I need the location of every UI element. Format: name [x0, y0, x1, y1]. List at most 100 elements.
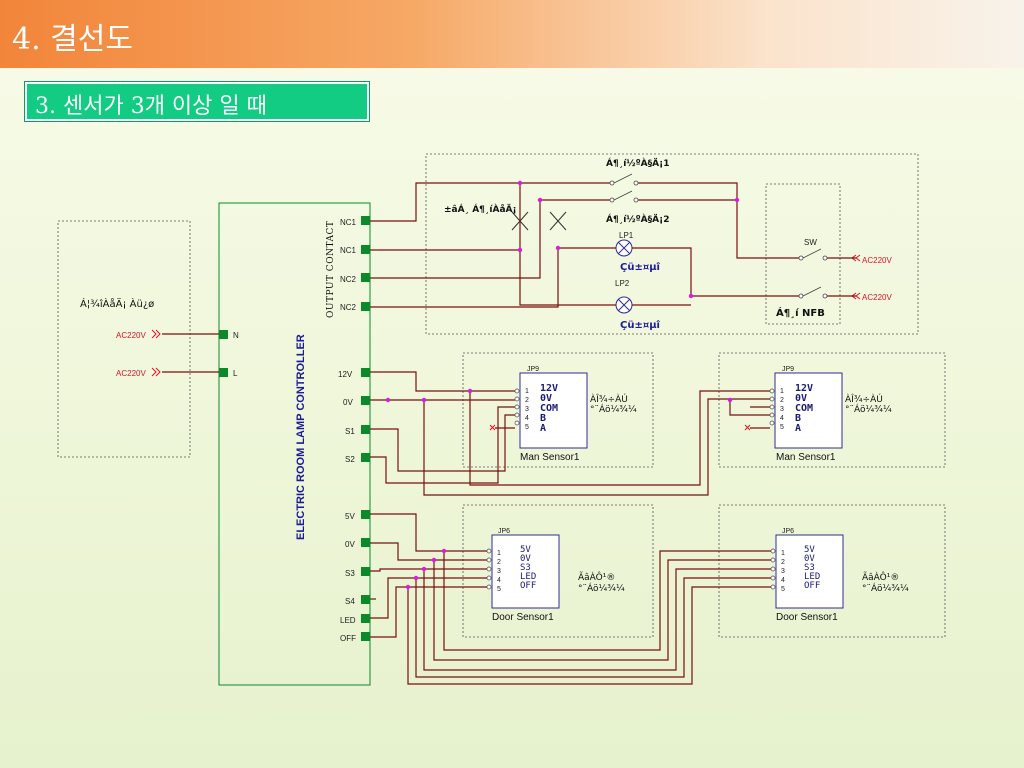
- lamp-panel-box: [425, 153, 919, 335]
- pin-label: 5: [525, 424, 529, 431]
- lp1-label: LP1: [619, 231, 634, 240]
- power-panel-box: [57, 220, 191, 458]
- pin-label: 1: [780, 388, 784, 395]
- signal-label: B: [795, 413, 801, 424]
- signal-label: OFF: [520, 581, 536, 591]
- connector-label: JP6: [498, 528, 510, 535]
- power-panel-label: Á¦¾îÀåÄ¡ Àü¿ø: [80, 297, 154, 310]
- signal-label: 0V: [540, 393, 552, 404]
- pin-label: 5: [780, 424, 784, 431]
- lamp-panel: Á¶¸í½ºÀ§Ä¡1 Á¶¸í½ºÀ§Ä¡2 ±âÁ¸ Á¶¸íÀåÄ¡ LP…: [444, 157, 892, 331]
- man-terminals: 12V 0V S1 S2: [338, 368, 370, 464]
- sensor-module: [491, 534, 560, 609]
- pin-label: 3: [497, 568, 501, 575]
- pin-label: 2: [780, 397, 784, 404]
- terminal-label: N: [233, 331, 239, 340]
- terminal-label: NC2: [340, 275, 357, 284]
- ac-label-right-2: AC220V: [862, 293, 892, 302]
- sensor-name: Man Sensor1: [520, 452, 580, 463]
- terminal-label: S4: [345, 597, 355, 606]
- terminal-block: [361, 368, 370, 377]
- signal-label: 0V: [804, 554, 815, 564]
- terminal-label: S1: [345, 427, 355, 436]
- lamp-wiring: [370, 182, 856, 308]
- terminal-label: 0V: [343, 398, 353, 407]
- signal-label: A: [540, 423, 546, 434]
- switch-icon: [609, 190, 639, 203]
- sensor-side-label: ÃâÀÔ¹®: [862, 571, 899, 583]
- terminal-block: [361, 302, 370, 311]
- lamp1-label: Çü±¤µî: [620, 261, 661, 273]
- signal-label: 5V: [804, 545, 815, 555]
- switch1-label: Á¶¸í½ºÀ§Ä¡1: [606, 157, 669, 169]
- pin-label: 5: [497, 586, 501, 593]
- output-terminals: NC1 NC1 NC2 NC2: [340, 216, 370, 312]
- sensor-side-label: ÀÎ¾÷ÀÚ: [845, 393, 883, 405]
- pin-label: 4: [780, 415, 784, 422]
- header-banner: 4. 결선도: [0, 0, 1024, 68]
- terminal-label: OFF: [340, 634, 356, 643]
- connector-label: JP9: [782, 366, 794, 373]
- terminal-block: [361, 216, 370, 225]
- terminal-block: [361, 273, 370, 282]
- pin-label: 1: [781, 550, 785, 557]
- ac-label-right-1: AC220V: [862, 256, 892, 265]
- signal-label: 12V: [795, 383, 813, 394]
- terminal-label: 5V: [345, 512, 355, 521]
- terminal-label: NC1: [340, 218, 357, 227]
- man-sensor-1: JP9 1 2 3 4 5 12V 0V COM B A ÀÎ¾÷ÀÚ °¨Áö…: [489, 366, 637, 463]
- sensor-side-label: °¨Áö¼¾¼­: [845, 403, 892, 415]
- terminal-block: [219, 368, 228, 377]
- pin-label: 2: [525, 397, 529, 404]
- sensor-module: [519, 372, 588, 449]
- terminal-block: [361, 595, 370, 604]
- signal-label: A: [795, 423, 801, 434]
- output-contact-label: OUTPUT CONTACT: [326, 221, 336, 318]
- door-sensor-box-2: [718, 504, 946, 638]
- cut-mark-icon: [549, 211, 567, 231]
- lp2-label: LP2: [615, 279, 630, 288]
- terminal-block: [361, 538, 370, 547]
- door-sensor-wiring: [370, 513, 771, 685]
- ac-label-n: AC220V: [116, 331, 146, 340]
- connector-label: JP9: [527, 366, 539, 373]
- sensor-side-label: °¨Áö¼¾¼­: [590, 403, 637, 415]
- switch2-label: Á¶¸í½ºÀ§Ä¡2: [606, 213, 669, 225]
- signal-label: 0V: [520, 554, 531, 564]
- signal-label: 12V: [540, 383, 558, 394]
- lamp-icon: [615, 296, 633, 314]
- controller-title: ELECTRIC ROOM LAMP CONTROLLER: [295, 334, 307, 540]
- signal-label: B: [540, 413, 546, 424]
- switch-icon: [798, 286, 828, 299]
- terminal-label: 0V: [345, 540, 355, 549]
- sensor-side-label: °¨Áö¼¾¼­: [578, 582, 625, 594]
- controller-box: [218, 202, 371, 686]
- signal-label: S3: [520, 563, 531, 573]
- terminal-label: L: [233, 369, 238, 378]
- door-sensor-2: JP6 1 2 3 4 5 5V 0V S3 LED OFF ÃâÀÔ¹® °¨…: [770, 528, 909, 623]
- signal-label: LED: [520, 572, 536, 582]
- terminal-block: [361, 425, 370, 434]
- pin-label: 4: [497, 577, 501, 584]
- terminal-block: [361, 567, 370, 576]
- pin-label: 3: [780, 406, 784, 413]
- pin-label: 1: [525, 388, 529, 395]
- signal-label: 0V: [795, 393, 807, 404]
- pin-label: 1: [497, 550, 501, 557]
- sensor-name: Man Sensor1: [776, 452, 836, 463]
- cut-mark-icon: [489, 424, 496, 431]
- switch-icon: [798, 248, 828, 261]
- terminal-label: NC1: [340, 246, 357, 255]
- terminal-block: [361, 632, 370, 641]
- sensor-side-label: ÀÎ¾÷ÀÚ: [590, 393, 628, 405]
- nfb-panel-box: [765, 183, 841, 325]
- relay-label: ±âÁ¸ Á¶¸íÀåÄ¡: [444, 203, 517, 215]
- signal-label: LED: [804, 572, 820, 582]
- man-sensor-2: JP9 1 2 3 4 5 12V 0V COM B A ÀÎ¾÷ÀÚ °¨Áö…: [744, 366, 892, 463]
- sensor-side-label: °¨Áö¼¾¼­: [862, 582, 909, 594]
- terminal-block: [361, 245, 370, 254]
- power-terminals: N L: [219, 330, 239, 378]
- junction-nodes: [385, 180, 740, 590]
- terminal-block: [361, 396, 370, 405]
